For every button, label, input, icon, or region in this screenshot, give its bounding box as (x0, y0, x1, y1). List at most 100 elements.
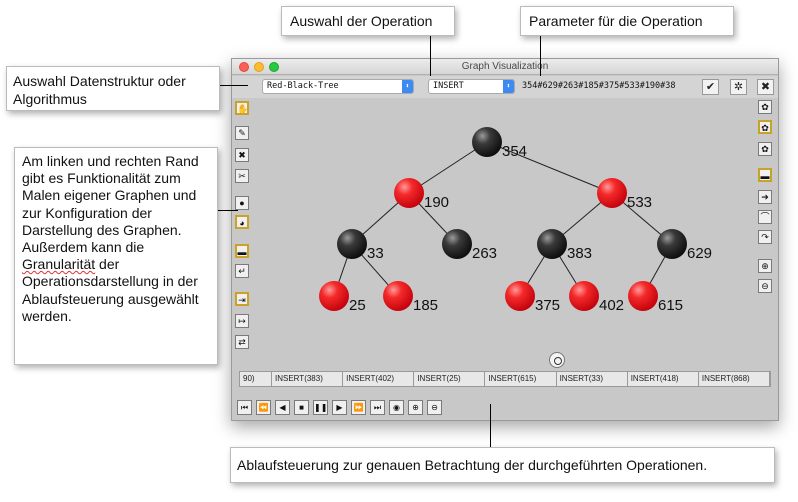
tree-edge (486, 141, 613, 194)
callout-flow-control: Ablaufsteuerung zur genauen Betrachtung … (230, 447, 775, 483)
tree-node-label: 185 (413, 297, 438, 314)
record-icon: ◉ (393, 403, 400, 412)
curve-icon: ⌒ (760, 212, 770, 222)
operation-cell[interactable]: 90) (240, 372, 272, 386)
skip-last-icon: ⏭ (373, 403, 382, 412)
operation-cell[interactable]: INSERT(383) (272, 372, 344, 386)
magic-wand-icon: ✲ (733, 81, 744, 93)
playback-zoom-in-button[interactable]: ⊕ (408, 400, 423, 415)
delete-tool-button[interactable]: ✖ (235, 148, 249, 162)
paw-button[interactable]: ✿ (758, 100, 772, 114)
tree-node-black[interactable] (442, 229, 472, 259)
hand-tool-button[interactable]: ✋ (235, 101, 249, 115)
step-over-icon: ↦ (238, 316, 246, 326)
tree-node-black[interactable] (472, 127, 502, 157)
curve-arrow-icon: ↷ (761, 232, 769, 242)
record-button[interactable]: ◉ (389, 400, 404, 415)
tree-node-label: 615 (658, 297, 683, 314)
cut-tool-button[interactable]: ✂ (235, 169, 249, 183)
tree-node-red[interactable] (597, 178, 627, 208)
tree-edges (333, 141, 673, 297)
magic-wand-button[interactable]: ✲ (730, 79, 747, 95)
operation-cell[interactable]: INSERT(402) (343, 372, 415, 386)
pause-button[interactable]: ❚❚ (313, 400, 328, 415)
checkmark-icon: ✔ (705, 81, 716, 93)
close-icon: ✖ (760, 81, 771, 93)
operation-cell[interactable]: INSERT(33) (557, 372, 628, 386)
datastructure-select-value: Red-Black-Tree (267, 81, 339, 91)
first-step-button[interactable]: ⏮ (237, 400, 252, 415)
tree-node-black[interactable] (537, 229, 567, 259)
stop-button[interactable]: ■ (294, 400, 309, 415)
node-tool-button[interactable]: ● (235, 196, 249, 210)
tree-node-red[interactable] (319, 281, 349, 311)
playback-zoom-out-button[interactable]: ⊖ (427, 400, 442, 415)
tree-node-label: 190 (424, 194, 449, 211)
edge-direction-button[interactable]: ↵ (235, 264, 249, 278)
fast-forward-icon: ⏩ (353, 403, 364, 412)
play-button[interactable]: ▶ (332, 400, 347, 415)
arrow-right-icon: ➔ (761, 192, 769, 202)
leader-line (218, 210, 238, 211)
tree-node-red[interactable] (505, 281, 535, 311)
tree-node-label: 383 (567, 245, 592, 262)
curve-edge-button[interactable]: ⌒ (758, 210, 772, 224)
paw-alt-button[interactable]: ✿ (758, 142, 772, 156)
select-arrows-icon: ⬍ (402, 80, 413, 93)
callout-side-text-end: der Operationsdarstellung in der Ablaufs… (22, 256, 199, 324)
close-window-button[interactable] (239, 62, 249, 72)
arrow-edge-icon: ↵ (238, 266, 246, 276)
execute-check-button[interactable]: ✔ (702, 79, 719, 95)
tree-node-red[interactable] (628, 281, 658, 311)
granularity-step-in-button[interactable]: ⇥ (235, 292, 249, 306)
tree-node-red[interactable] (383, 281, 413, 311)
operation-cell[interactable]: INSERT(418) (628, 372, 699, 386)
paw-select-button[interactable]: ✿ (758, 120, 772, 134)
callout-side-wavy-word: Granularität (22, 256, 96, 273)
fast-forward-button[interactable]: ⏩ (351, 400, 366, 415)
granularity-step-out-button[interactable]: ⇄ (235, 335, 249, 349)
datastructure-select[interactable]: Red-Black-Tree ⬍ (262, 79, 414, 94)
curve-arrow-edge-button[interactable]: ↷ (758, 230, 772, 244)
zoom-in-button[interactable]: ⊕ (758, 259, 772, 273)
circle-icon: ● (239, 198, 245, 208)
timeline-knob[interactable] (549, 352, 565, 368)
arrow-edge-button[interactable]: ➔ (758, 190, 772, 204)
rewind-icon: ⏪ (258, 403, 269, 412)
parameter-input[interactable]: 354#629#263#185#375#533#190#38 (522, 81, 676, 91)
clear-button[interactable]: ✖ (757, 79, 774, 95)
straight-edge-button[interactable]: ▬ (758, 168, 772, 182)
leader-line (430, 36, 431, 76)
scissors-icon: ✂ (238, 171, 246, 181)
tree-node-red[interactable] (394, 178, 424, 208)
tree-node-black[interactable] (657, 229, 687, 259)
operation-cell[interactable]: INSERT(25) (414, 372, 486, 386)
operation-select-value: INSERT (433, 81, 464, 91)
play-icon: ▶ (336, 403, 343, 412)
minimize-window-button[interactable] (254, 62, 264, 72)
pencil-icon: ✎ (238, 128, 246, 138)
granularity-step-over-button[interactable]: ↦ (235, 314, 249, 328)
skip-first-icon: ⏮ (240, 403, 249, 412)
zoom-window-button[interactable] (269, 62, 279, 72)
operation-select[interactable]: INSERT ⬍ (428, 79, 515, 94)
step-back-button[interactable]: ◀ (275, 400, 290, 415)
edge-tool-button[interactable]: ▬ (235, 244, 249, 258)
zoom-out-button[interactable]: ⊖ (758, 279, 772, 293)
callout-side-text: Am linken und rechten Rand gibt es Funkt… (22, 153, 199, 256)
tree-node-red[interactable] (569, 281, 599, 311)
pen-tool-button[interactable]: ✎ (235, 126, 249, 140)
add-node-tool-button[interactable]: ◕ (235, 215, 249, 229)
tree-node-label: 533 (627, 194, 652, 211)
operation-cell[interactable]: INSERT(868) (699, 372, 770, 386)
pause-icon: ❚❚ (314, 403, 328, 412)
window-title: Graph Visualization (461, 61, 549, 72)
fast-back-button[interactable]: ⏪ (256, 400, 271, 415)
last-step-button[interactable]: ⏭ (370, 400, 385, 415)
zoom-in-icon: ⊕ (412, 403, 419, 412)
tree-node-black[interactable] (337, 229, 367, 259)
operation-cell[interactable]: INSERT(615) (485, 372, 557, 386)
add-circle-icon: ◕ (239, 218, 245, 228)
